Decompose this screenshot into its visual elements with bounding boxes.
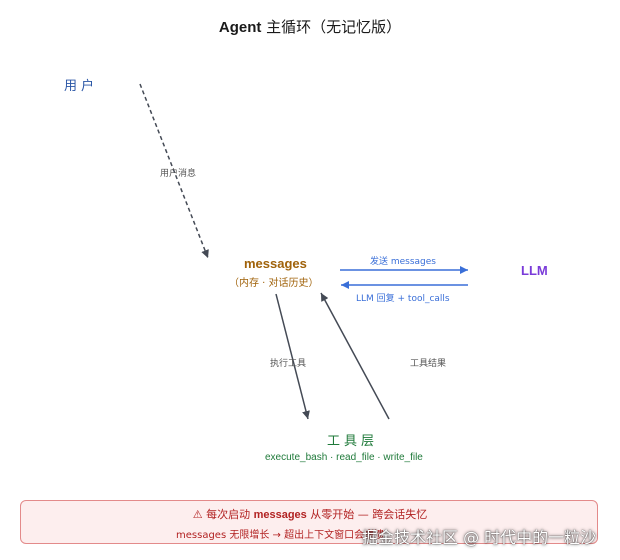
warning-line-2: messages 无限增长 → 超出上下文窗口会崩溃: [176, 530, 385, 541]
edge-label-user-message: 用户消息: [160, 169, 197, 179]
warning-box: [20, 500, 598, 544]
warning-line-1: ⚠ 每次启动 messages 从零开始 — 跨会话失忆: [0, 506, 620, 522]
node-tools-list: execute_bash · read_file · write_file: [265, 452, 423, 463]
warning-prefix: 每次启动: [202, 508, 254, 521]
title-rest: 主循环（无记忆版）: [261, 18, 402, 36]
warning-suffix: 从零开始 — 跨会话失忆: [306, 508, 428, 521]
edge-messages-to-tools: [275, 293, 310, 420]
node-llm: LLM: [521, 263, 548, 278]
title-bold: Agent: [218, 19, 262, 36]
node-tools-title: 工具层: [327, 434, 379, 449]
edge-user-to-messages: [139, 83, 209, 259]
warning-icon: ⚠: [192, 508, 203, 521]
node-messages-subtitle: （内存 · 对话历史）: [229, 278, 319, 289]
edge-label-tool-result: 工具结果: [410, 359, 447, 369]
edge-tools-to-messages: [320, 292, 390, 420]
edge-label-llm-reply: LLM 回复 + tool_calls: [356, 294, 450, 304]
watermark: 掘金技术社区 @ 时代中的一粒沙: [362, 528, 597, 547]
edge-label-exec-tool: 执行工具: [270, 359, 307, 369]
warning-keyword: messages: [253, 509, 307, 521]
node-user: 用户: [64, 79, 99, 94]
diagram-title: Agent 主循环（无记忆版）: [0, 16, 620, 37]
edge-label-send-messages: 发送 messages: [370, 257, 436, 267]
node-messages-title: messages: [244, 256, 307, 271]
